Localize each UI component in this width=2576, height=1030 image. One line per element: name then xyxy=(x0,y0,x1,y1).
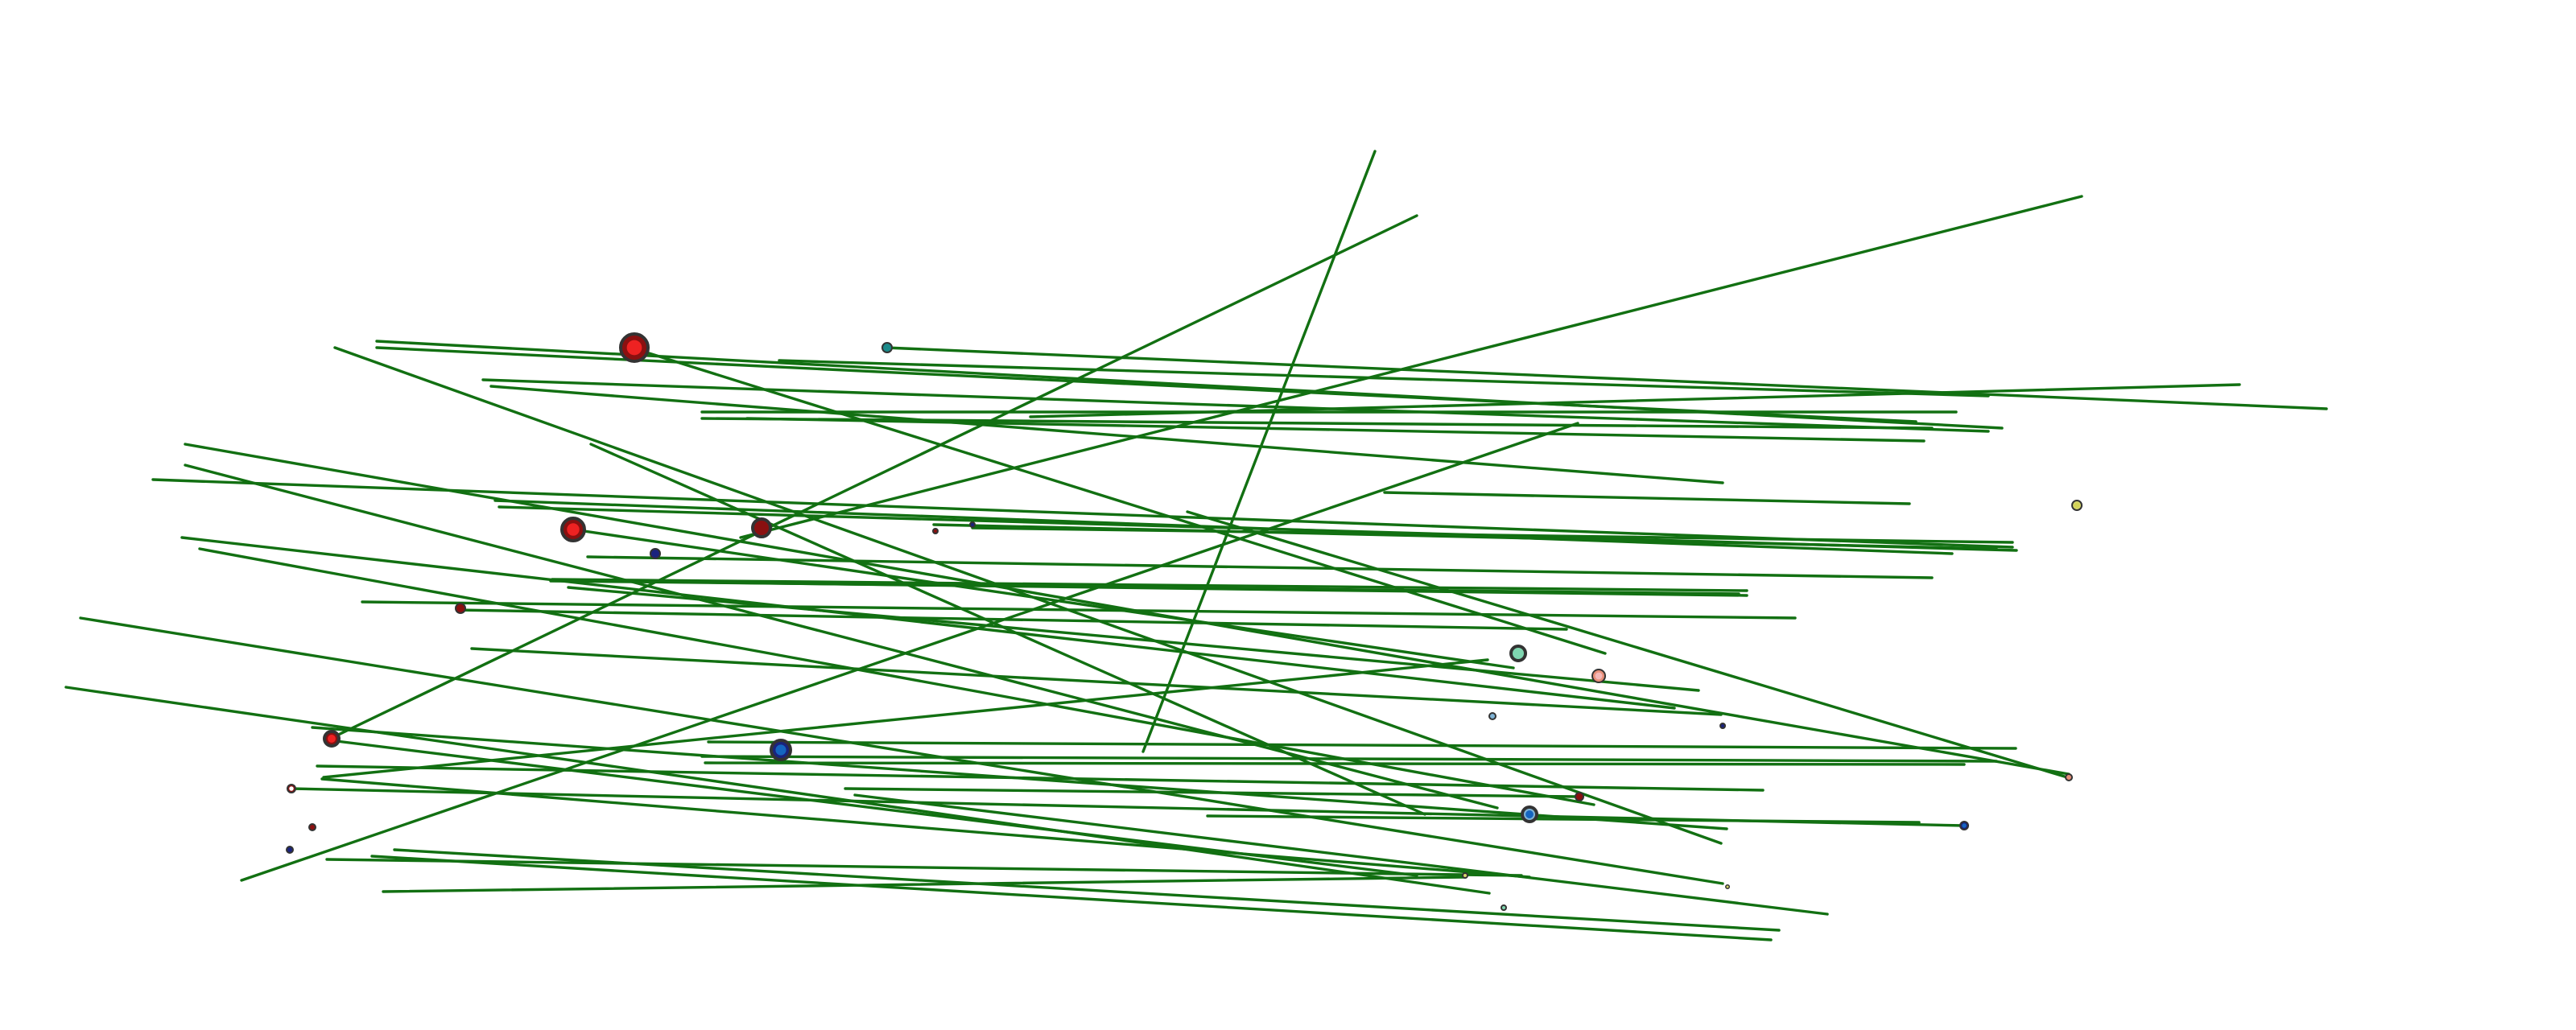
green-line-segment xyxy=(79,616,1724,885)
point-inner-dot xyxy=(310,825,315,830)
green-line-segment xyxy=(630,346,1607,655)
point-inner-dot xyxy=(1962,823,1967,828)
point-inner-dot xyxy=(756,522,767,534)
point-inner-dot xyxy=(626,340,642,356)
point-marker xyxy=(2071,500,2083,511)
point-inner-dot xyxy=(971,523,974,526)
green-line-segment xyxy=(198,547,1596,806)
green-line-segment xyxy=(481,378,1990,433)
point-marker xyxy=(287,784,296,793)
green-line-segment xyxy=(745,417,1926,443)
point-marker xyxy=(751,517,772,538)
green-line-segment xyxy=(1383,491,1911,505)
green-line-segment xyxy=(971,526,2014,544)
green-line-segment xyxy=(328,739,1418,877)
point-inner-dot xyxy=(934,529,937,533)
point-inner-dot xyxy=(287,847,292,852)
point-marker xyxy=(881,342,893,353)
green-line-segment xyxy=(589,443,1426,816)
line-group xyxy=(64,150,2328,941)
point-inner-dot xyxy=(328,735,336,743)
point-marker xyxy=(1509,645,1527,662)
point-inner-dot xyxy=(1525,810,1534,818)
point-inner-dot xyxy=(2074,502,2080,509)
point-marker xyxy=(1719,723,1726,729)
point-inner-dot xyxy=(567,523,580,536)
green-line-segment xyxy=(316,764,1765,792)
point-group xyxy=(286,332,2083,911)
green-line-segment xyxy=(572,528,1515,670)
green-line-segment xyxy=(361,600,1797,620)
point-inner-dot xyxy=(652,550,658,557)
green-line-segment xyxy=(240,422,1579,882)
point-inner-dot xyxy=(1490,714,1495,719)
green-line-segment xyxy=(320,777,1531,879)
point-marker xyxy=(1959,821,1969,830)
point-inner-dot xyxy=(457,605,464,612)
point-inner-dot xyxy=(1463,874,1467,877)
point-marker xyxy=(323,730,341,748)
green-line-segment xyxy=(853,793,1829,916)
point-inner-dot xyxy=(1726,885,1729,888)
point-marker xyxy=(308,823,316,831)
point-inner-dot xyxy=(775,744,786,756)
point-marker xyxy=(1488,712,1496,720)
green-line-segment xyxy=(1141,150,1377,753)
point-marker xyxy=(1575,792,1584,801)
point-marker xyxy=(2065,773,2073,781)
green-line-segment xyxy=(64,686,1491,895)
point-marker xyxy=(1725,884,1730,889)
green-line-segment xyxy=(778,359,1990,398)
point-marker xyxy=(650,548,661,559)
green-line-segment xyxy=(1206,814,1921,824)
green-line-segment xyxy=(567,586,1700,692)
green-line-segment xyxy=(370,855,1773,941)
green-line-segment xyxy=(700,417,1934,430)
green-line-segment xyxy=(707,740,2017,750)
point-inner-dot xyxy=(884,344,890,351)
point-inner-dot xyxy=(1514,649,1522,657)
green-line-segment xyxy=(322,658,1489,779)
point-marker xyxy=(286,846,294,854)
point-marker xyxy=(619,332,650,363)
green-line-segment xyxy=(586,555,1934,579)
point-marker xyxy=(1501,904,1507,911)
point-marker xyxy=(1462,872,1468,879)
point-inner-dot xyxy=(1721,724,1724,727)
green-line-segment xyxy=(739,195,2083,539)
green-line-segment xyxy=(884,346,2328,410)
point-marker xyxy=(770,739,792,761)
green-line-segment xyxy=(456,608,1568,631)
green-line-segment xyxy=(700,755,1998,763)
green-line-segment xyxy=(1029,383,2241,418)
green-line-segment xyxy=(180,536,1676,710)
green-line-segment xyxy=(1186,510,2069,779)
point-marker xyxy=(455,603,466,614)
point-marker xyxy=(1521,805,1538,823)
point-marker xyxy=(1591,669,1606,683)
green-line-segment xyxy=(844,787,1579,798)
green-line-segment xyxy=(549,579,1740,595)
point-marker xyxy=(932,528,939,534)
point-inner-dot xyxy=(1502,906,1505,909)
green-line-segment xyxy=(470,647,1723,716)
green-line-segment xyxy=(382,876,1467,893)
point-marker xyxy=(560,517,586,542)
green-line-segment xyxy=(151,478,2014,549)
point-inner-dot xyxy=(289,786,294,791)
point-marker xyxy=(969,521,976,528)
green-line-segment xyxy=(325,858,1523,877)
green-line-segment xyxy=(489,385,1724,484)
point-inner-dot xyxy=(1577,794,1582,799)
green-line-segment xyxy=(704,761,1966,766)
point-inner-dot xyxy=(2066,775,2071,780)
point-inner-dot xyxy=(1595,672,1603,680)
green-line-segment xyxy=(551,578,1748,592)
green-line-segment xyxy=(328,214,1418,740)
